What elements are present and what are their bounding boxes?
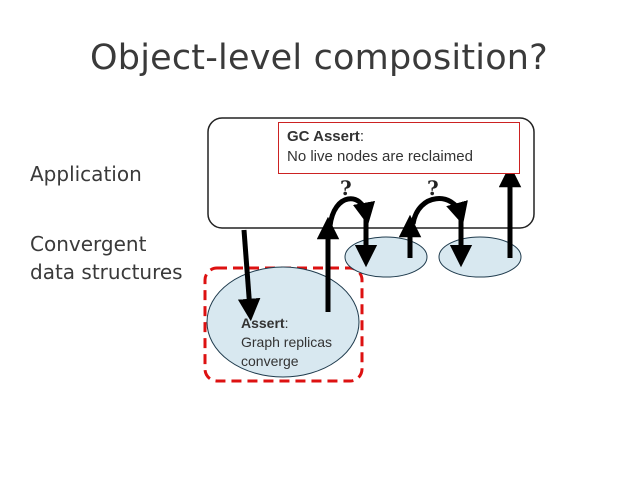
question-mark-1: ? <box>340 176 352 200</box>
convergent-label-line2: data structures <box>30 260 183 284</box>
gc-assert-heading: GC Assert <box>287 128 360 145</box>
application-label: Application <box>30 162 142 186</box>
arrow-down-to-node <box>237 229 261 322</box>
convergent-data-structures-label: Convergent data structures <box>30 230 183 286</box>
node-assert-line2: converge <box>241 353 299 369</box>
curved-arrow-2 <box>410 196 468 225</box>
node-assert-text: Assert: Graph replicas converge <box>241 314 361 371</box>
small-node-1 <box>344 236 428 278</box>
convergent-label-line1: Convergent <box>30 232 147 256</box>
slide-title: Object-level composition? <box>90 38 548 78</box>
gc-assert-text: No live nodes are reclaimed <box>287 148 473 165</box>
gc-assert-box: GC Assert: No live nodes are reclaimed <box>278 122 520 174</box>
question-mark-2: ? <box>427 176 439 200</box>
node-assert-heading: Assert <box>241 315 285 331</box>
curved-arrow-1 <box>327 196 376 227</box>
big-node <box>206 266 360 378</box>
node-assert-colon: : <box>284 315 289 331</box>
node-assert-heading-line: Assert: <box>241 314 361 333</box>
gc-assert-heading-line: GC Assert: <box>287 127 511 147</box>
node-assert-line1: Graph replicas <box>241 334 333 350</box>
gc-assert-colon: : <box>359 128 364 145</box>
